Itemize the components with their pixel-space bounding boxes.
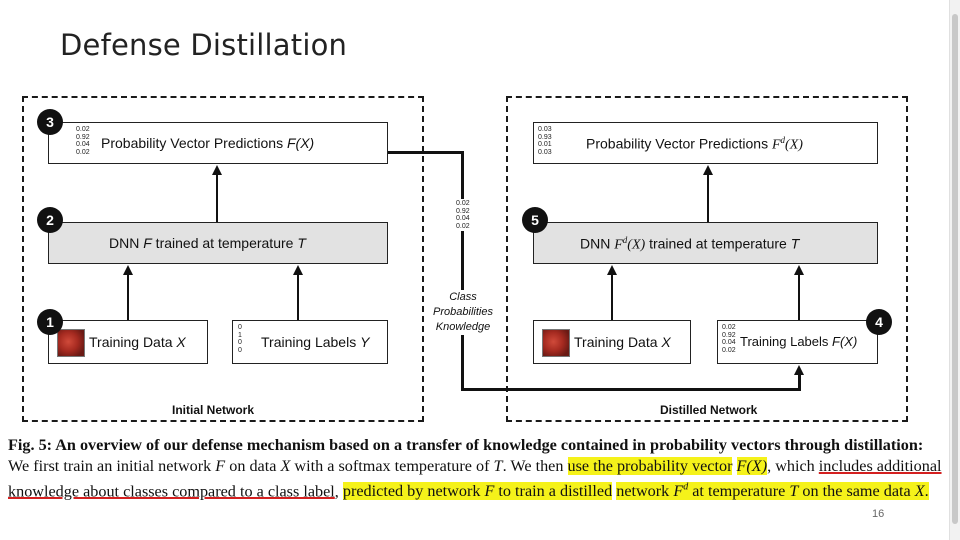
transfer-line-up <box>798 374 801 391</box>
training-image <box>542 329 570 357</box>
step-1-badge: 1 <box>37 309 63 335</box>
step-4-badge: 4 <box>866 309 892 335</box>
arrow-shaft <box>127 274 129 320</box>
transfer-arrowhead <box>794 365 804 375</box>
step-3-badge: 3 <box>37 109 63 135</box>
distilled-training-data-label: Training Data X <box>574 334 671 350</box>
dnn-fd-label: DNN Fd(X) trained at temperature T <box>580 235 799 254</box>
scrollbar-thumb[interactable] <box>952 14 958 524</box>
dnn-f-box: DNN F trained at temperature T <box>48 222 388 264</box>
step-5-badge: 5 <box>522 207 548 233</box>
dnn-fd-box: DNN Fd(X) trained at temperature T <box>533 222 878 264</box>
arrowhead <box>123 265 133 275</box>
arrowhead <box>607 265 617 275</box>
dnn-f-label: DNN F trained at temperature T <box>109 235 306 251</box>
arrowhead <box>794 265 804 275</box>
training-data-box: Training Data X <box>48 320 208 364</box>
arrow-shaft <box>707 174 709 222</box>
arrowhead <box>703 165 713 175</box>
probability-predictions-label: Probability Vector Predictions F(X) <box>101 135 314 151</box>
training-image <box>57 329 85 357</box>
arrow-shaft <box>297 274 299 320</box>
scrollbar[interactable] <box>949 0 960 540</box>
initial-network-label: Initial Network <box>172 403 254 417</box>
arrowhead <box>212 165 222 175</box>
distilled-training-data-box: Training Data X <box>533 320 691 364</box>
distilled-network-label: Distilled Network <box>660 403 757 417</box>
transfer-line-down <box>461 151 464 391</box>
transfer-line-across <box>461 388 801 391</box>
arrowhead <box>293 265 303 275</box>
arrow-shaft <box>216 174 218 222</box>
step-2-badge: 2 <box>37 207 63 233</box>
training-data-label: Training Data X <box>89 334 186 350</box>
distilled-predictions-label: Probability Vector Predictions Fd(X) <box>586 135 803 154</box>
training-labels-label: Training Labels Y <box>261 334 369 350</box>
slide-title: Defense Distillation <box>60 28 347 62</box>
soft-labels-label: Training Labels F(X) <box>740 334 857 349</box>
arrow-shaft <box>611 274 613 320</box>
transfer-line-out <box>388 151 463 154</box>
slide-number: 16 <box>872 508 884 520</box>
arrow-shaft <box>798 274 800 320</box>
figure-caption: Fig. 5: An overview of our defense mecha… <box>8 435 948 502</box>
